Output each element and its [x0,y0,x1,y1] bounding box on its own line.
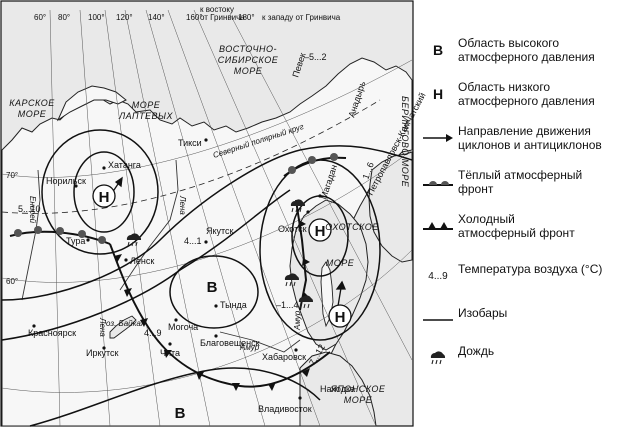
legend-item-warm-front: Тёплый атмосферный фронт [420,168,638,196]
legend-item-low-pressure: Н Область низкого атмосферного давления [420,80,638,108]
legend-label-low: Область низкого атмосферного давления [458,80,595,108]
city-okhotsk: Охотск [278,224,307,234]
city-yakutsk: Якутск [206,226,234,236]
city-chita: Чита [160,348,180,358]
taimyr-peninsula [56,85,127,122]
legend-item-temperature: 4...9 Температура воздуха (°С) [420,262,638,290]
lake-baikal [109,315,137,339]
low-pressure-center-2: Н [315,223,326,240]
river-lena-label-1: Лена [178,195,187,215]
city-irkutsk: Иркутск [86,348,119,358]
temp-okhotsk: –1...4 [276,300,299,310]
lake-baikal-label: оз. Байкал [106,319,146,328]
coordinate-labels: 60° 80° 100° 120° 140° 160° 180° к восто… [6,5,341,286]
isobar-icon [423,319,453,321]
legend-label-warm-front: Тёплый атмосферный фронт [458,168,583,196]
legend-item-rain: Дождь [420,344,638,372]
meridian-80: 80° [58,13,70,22]
river-lena-label-2: Лена [98,317,107,337]
meridian-180: 180° [238,13,255,22]
city-nakhodka: Находка [320,384,355,394]
city-tura: Тура [66,236,85,246]
legend-label-temperature: Температура воздуха (°С) [458,262,603,276]
city-tiksi: Тикси [178,138,202,148]
meridian-100: 100° [88,13,105,22]
city-mogocha: Могоча [168,322,198,332]
meridian-160: 160° [186,13,203,22]
water-labels: Енисей Лена Лена Амур Амур оз. Байкал [28,195,302,352]
legend-label-isobar: Изобары [458,306,508,320]
legend-item-isobar: Изобары [420,306,638,334]
legend-label-direction: Направление движения циклонов и антицикл… [458,124,602,152]
legend-symbol-high: В [432,42,444,58]
legend-label-high: Область высокого атмосферного давления [458,36,595,64]
river-yenisei-label: Енисей [28,196,37,224]
west-of-greenwich-label: к западу от Гринвича [262,13,341,22]
temp-yakutsk: 4...1 [184,236,202,246]
river-amur-label-1: Амур [239,343,260,352]
city-khabarovsk: Хабаровск [262,352,306,362]
low-pressure-center-3: Н [335,309,346,326]
legend-item-direction: Направление движения циклонов и антицикл… [420,124,638,152]
temp-chukotka: –5...2 [304,52,327,62]
rain-icon [430,351,446,365]
parallel-70: 70° [6,171,18,180]
japan-sea [299,351,377,427]
rain-icons [126,199,314,309]
city-tynda: Тында [220,300,247,310]
high-pressure-center-1: В [207,279,218,296]
parallel-60: 60° [6,277,18,286]
meridian-140: 140° [148,13,165,22]
city-norilsk: Норильск [46,176,86,186]
city-blagoveshchensk: Благовещенск [200,338,260,348]
cold-front-icon [423,222,453,230]
city-khatanga: Хатанга [108,160,141,170]
legend-symbol-temperature: 4...9 [428,270,448,282]
high-pressure-center-2: В [175,405,186,422]
meridian-60: 60° [34,13,46,22]
temp-baikal: 4...9 [144,328,162,338]
pressure-centers: Н Н Н В В [92,184,352,422]
legend-item-high-pressure: В Область высокого атмосферного давления [420,36,638,64]
legend-label-rain: Дождь [458,344,495,358]
city-krasnoyarsk: Красноярск [28,328,76,338]
warm-front [9,153,347,245]
arctic-circle [1,99,381,214]
bering-sea-label: БЕРИНГОВО МОРЕ [400,96,410,188]
low-pressure-center-1: Н [99,189,110,206]
city-vladivostok: Владивосток [258,404,312,414]
legend-item-cold-front: Холодный атмосферный фронт [420,212,638,240]
legend-symbol-low: Н [432,86,444,102]
river-amur-label-2: Амур [293,310,302,331]
graticule [1,9,413,427]
city-lensk: Ленск [130,256,154,266]
meridian-120: 120° [116,13,133,22]
legend-label-cold-front: Холодный атмосферный фронт [458,212,575,240]
temp-yenisei: 5...10 [18,204,41,214]
arrow-icon [423,134,453,142]
warm-front-icon [423,181,453,186]
